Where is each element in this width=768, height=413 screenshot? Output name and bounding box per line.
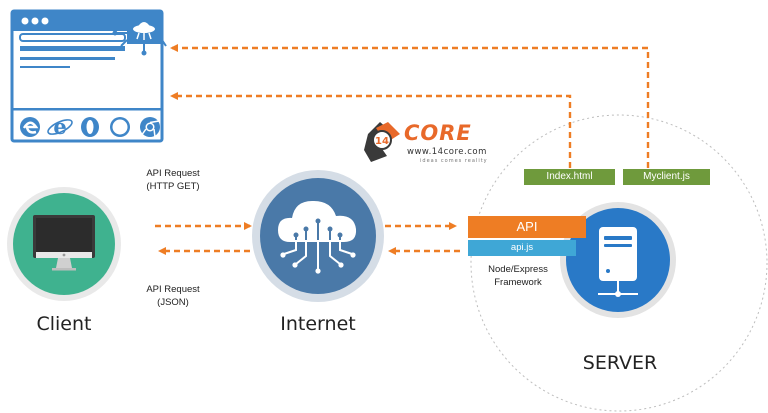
server-boundary (470, 114, 768, 412)
server-label: SERVER (582, 352, 658, 374)
brand-logo-mark: 14 (364, 122, 400, 162)
edge-icon (20, 117, 40, 137)
framework-line-2: Framework (494, 277, 542, 288)
file-tag-index-html: Index.html (524, 169, 615, 185)
response-label-line-1: API Request (146, 284, 200, 295)
ie-icon: e (47, 114, 73, 139)
safari-icon (110, 117, 130, 137)
request-label-line-2: (HTTP GET) (146, 181, 200, 192)
file-tag-myclient-js: Myclient.js (623, 169, 710, 185)
chrome-icon (140, 117, 160, 138)
svg-text:e: e (53, 114, 66, 139)
framework-label: Node/Express Framework (470, 263, 566, 289)
brand-logo-tagline: ideas comes reality (420, 158, 488, 164)
response-label-line-2: (JSON) (157, 297, 189, 308)
alien-ufo-icon (133, 22, 155, 40)
browser-window-icon (10, 9, 167, 143)
request-label-line-1: API Request (146, 168, 200, 179)
response-label: API Request (JSON) (128, 283, 218, 309)
internet-label: Internet (280, 313, 356, 335)
index-to-browser-arrow (170, 92, 572, 168)
server-node (560, 202, 676, 318)
server-tower-icon (598, 227, 638, 297)
file-to-browser-arrows (170, 44, 650, 168)
window-dot-icon (41, 17, 49, 25)
monitor-icon (33, 215, 95, 271)
brand-logo-number: 14 (375, 136, 389, 147)
brand-logo-url: www.14core.com (407, 147, 487, 157)
internet-server-arrows (385, 222, 460, 255)
internet-node (252, 170, 384, 302)
client-label: Client (36, 313, 92, 335)
brand-logo-name: CORE (404, 121, 472, 145)
window-dot-icon (21, 17, 29, 25)
browser-logos: e (20, 114, 160, 139)
client-internet-arrows (155, 222, 252, 255)
client-node (7, 187, 121, 301)
api-layer-bar: API (468, 216, 586, 238)
api-js-bar: api.js (468, 240, 576, 256)
cloud-circuit-icon (278, 200, 357, 274)
window-dot-icon (31, 17, 39, 25)
myclient-to-browser-arrow (170, 44, 650, 168)
opera-icon (81, 117, 99, 137)
request-label: API Request (HTTP GET) (128, 167, 218, 193)
framework-line-1: Node/Express (488, 264, 548, 275)
